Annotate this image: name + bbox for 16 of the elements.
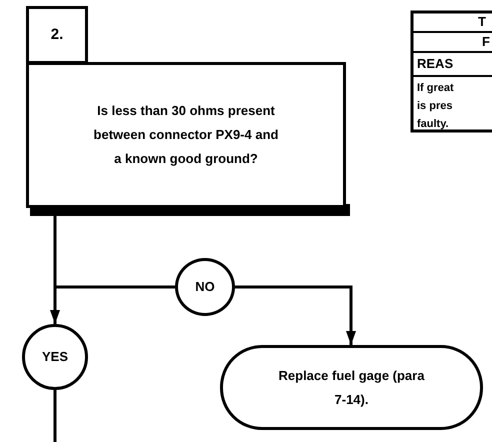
- step-number-box: [26, 6, 88, 64]
- decision-box: [26, 62, 346, 208]
- step-number: 2.: [50, 25, 64, 45]
- table-text: faulty.: [417, 118, 449, 130]
- connector: [54, 216, 175, 288]
- action-text: Replace fuel gage (para 7-14).: [278, 366, 426, 409]
- branch-label: YES: [42, 348, 68, 366]
- connector: [54, 390, 56, 442]
- table-text: is pres: [417, 100, 452, 112]
- branch-label: NO: [195, 278, 215, 296]
- table-header: REAS: [417, 56, 454, 71]
- table-header: T: [478, 14, 486, 29]
- table-text: If great: [417, 82, 454, 94]
- table-header: F: [482, 34, 490, 49]
- question-text: Is less than 30 ohms present between connector PX9-4 and a known good ground?: [94, 102, 278, 168]
- connector: [235, 286, 356, 345]
